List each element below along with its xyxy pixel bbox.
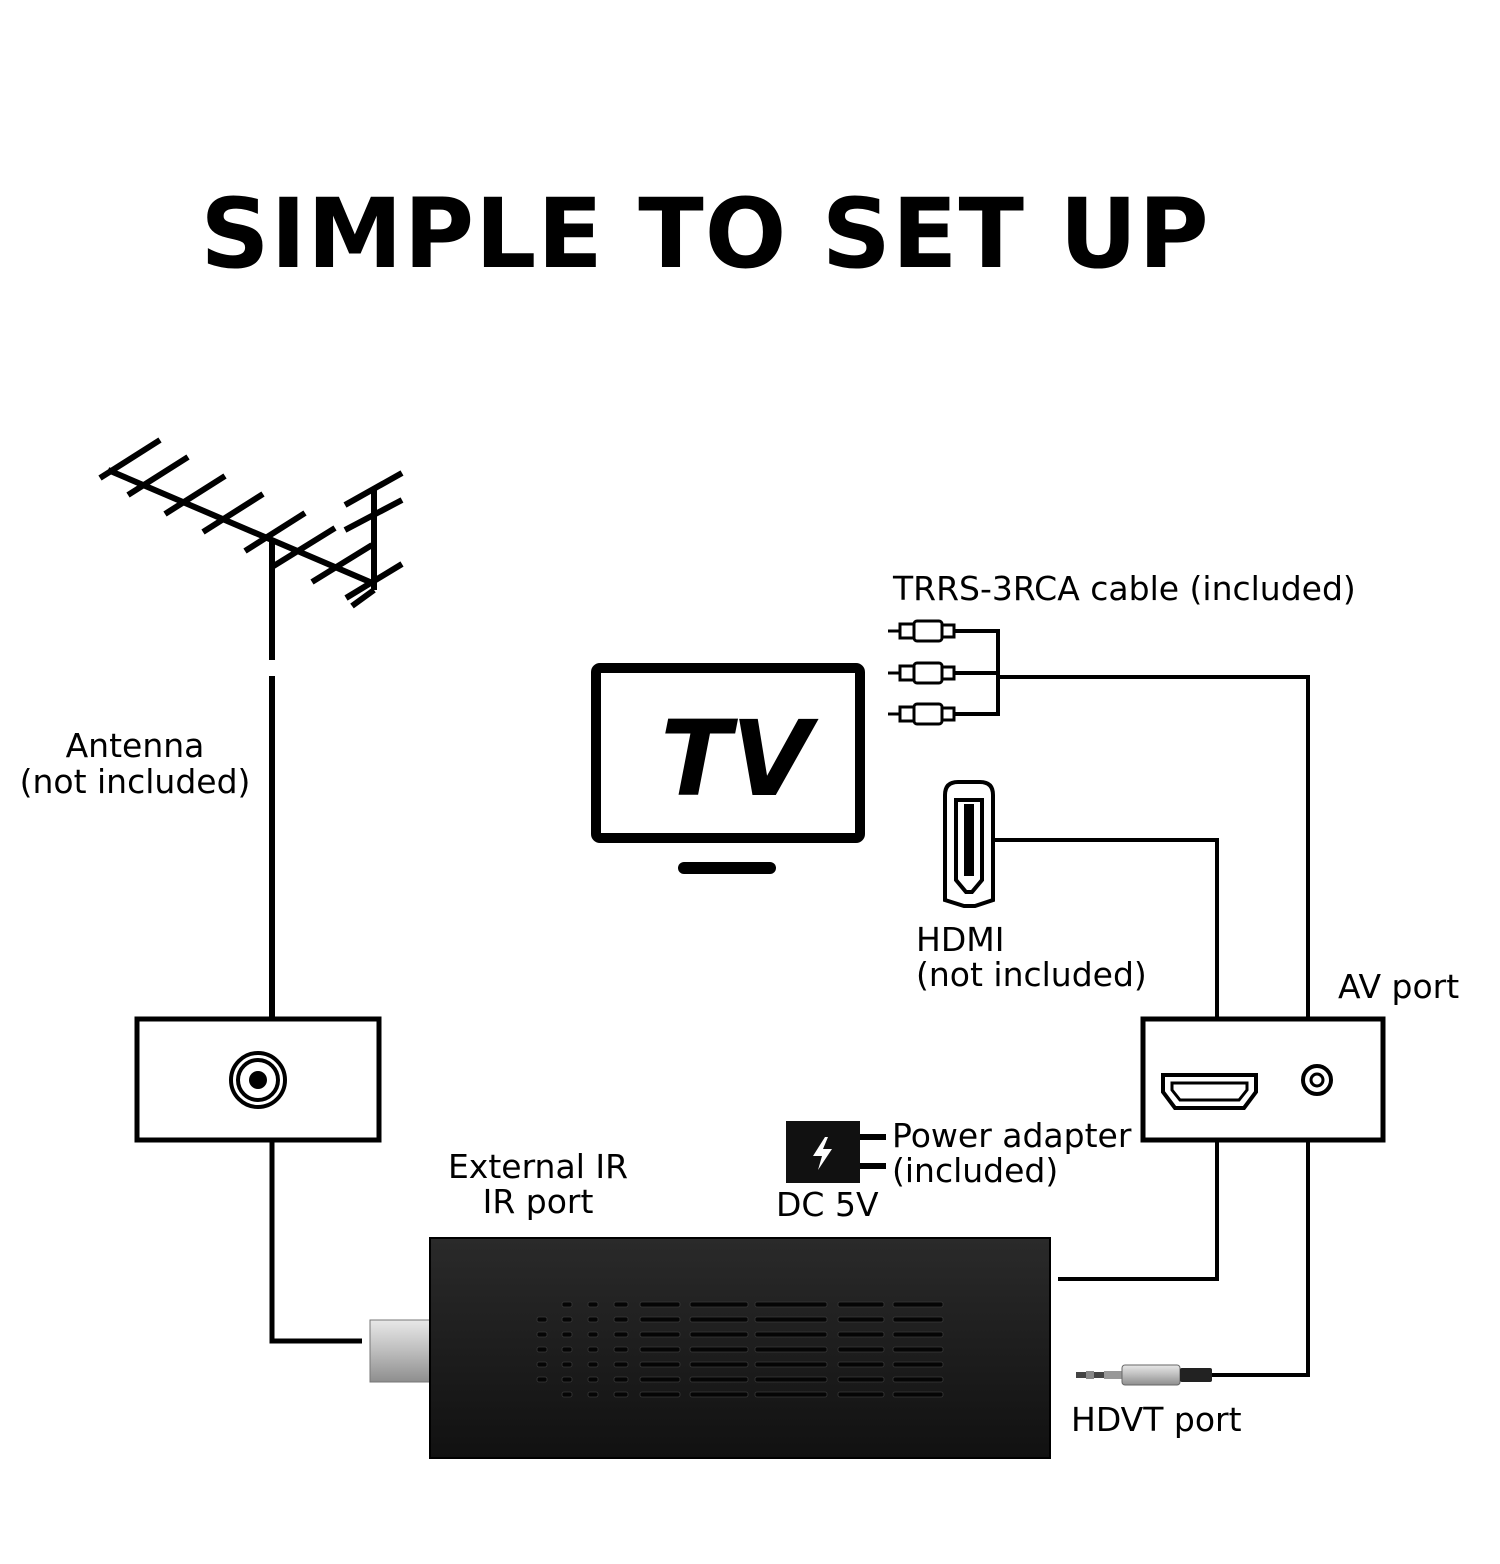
vent-slot — [837, 1361, 885, 1368]
vent-slot — [613, 1316, 629, 1323]
wall-socket-icon — [134, 1016, 382, 1143]
vent-slot — [639, 1361, 681, 1368]
vent-slot — [892, 1361, 944, 1368]
hdmi-label: HDMI — [916, 920, 1005, 959]
vent-slot — [837, 1316, 885, 1323]
vent-slot — [561, 1331, 573, 1338]
vent-slot — [837, 1376, 885, 1383]
vent-grille — [536, 1301, 944, 1398]
vent-slot — [689, 1316, 749, 1323]
receiver-stick-icon — [369, 1237, 1051, 1459]
vent-slot — [639, 1376, 681, 1383]
vent-slot — [587, 1316, 599, 1323]
vent-slot — [561, 1391, 573, 1398]
vent-slot — [536, 1346, 548, 1353]
vent-slot — [754, 1331, 828, 1338]
lightning-icon — [813, 1137, 832, 1170]
vent-slot — [587, 1346, 599, 1353]
vent-slot — [587, 1376, 599, 1383]
power-adapter-note: (included) — [892, 1151, 1059, 1190]
vent-slot — [837, 1331, 885, 1338]
hdvt-port-label: HDVT port — [1071, 1400, 1242, 1439]
vent-slot — [837, 1301, 885, 1308]
vent-slot — [561, 1376, 573, 1383]
vent-slot — [892, 1391, 944, 1398]
av-port-box-icon — [1140, 1016, 1386, 1143]
dc-5v-label: DC 5V — [776, 1185, 879, 1224]
external-ir-label: External IR — [447, 1147, 629, 1186]
trrs-cable-label: TRRS-3RCA cable (included) — [893, 569, 1356, 608]
vent-slot — [754, 1376, 828, 1383]
vent-slot — [892, 1316, 944, 1323]
vent-slot — [536, 1331, 548, 1338]
vent-slot — [837, 1391, 885, 1398]
tv-icon: TV — [591, 663, 865, 874]
vent-slot — [613, 1376, 629, 1383]
antenna-label: Antenna — [65, 726, 205, 765]
vent-slot — [561, 1361, 573, 1368]
power-adapter-icon — [786, 1121, 886, 1183]
vent-slot — [754, 1316, 828, 1323]
vent-slot — [536, 1376, 548, 1383]
vent-slot — [837, 1346, 885, 1353]
antenna-note: (not included) — [19, 762, 251, 801]
vent-slot — [536, 1361, 548, 1368]
power-adapter-label: Power adapter — [892, 1116, 1132, 1155]
tv-logo-text: TV — [660, 698, 819, 820]
vent-slot — [613, 1301, 629, 1308]
vent-slot — [561, 1346, 573, 1353]
page-title: SIMPLE TO SET UP — [200, 178, 1210, 290]
vent-slot — [639, 1391, 681, 1398]
vent-slot — [892, 1346, 944, 1353]
hdmi-note: (not included) — [916, 955, 1147, 994]
vent-slot — [689, 1391, 749, 1398]
vent-slot — [892, 1376, 944, 1383]
vent-slot — [689, 1361, 749, 1368]
vent-slot — [613, 1331, 629, 1338]
vent-slot — [754, 1361, 828, 1368]
vent-slot — [689, 1301, 749, 1308]
vent-slot — [587, 1391, 599, 1398]
vent-slot — [754, 1346, 828, 1353]
vent-slot — [536, 1316, 548, 1323]
rca-plug-icon — [888, 619, 956, 726]
vent-slot — [754, 1391, 828, 1398]
vent-slot — [689, 1376, 749, 1383]
vent-slot — [689, 1331, 749, 1338]
vent-slot — [587, 1301, 599, 1308]
vent-slot — [613, 1361, 629, 1368]
vent-slot — [587, 1361, 599, 1368]
vent-slot — [587, 1331, 599, 1338]
vent-slot — [754, 1301, 828, 1308]
ir-port-label: IR port — [482, 1182, 594, 1221]
antenna-icon — [98, 437, 404, 1020]
av-port-label: AV port — [1338, 967, 1460, 1006]
vent-slot — [639, 1346, 681, 1353]
vent-slot — [613, 1391, 629, 1398]
vent-slot — [561, 1316, 573, 1323]
vent-slot — [613, 1346, 629, 1353]
hdmi-connector-icon — [943, 780, 995, 908]
vent-slot — [892, 1331, 944, 1338]
vent-slot — [639, 1301, 681, 1308]
vent-slot — [689, 1346, 749, 1353]
vent-slot — [561, 1301, 573, 1308]
vent-slot — [639, 1316, 681, 1323]
audio-jack-icon — [1076, 1364, 1212, 1386]
vent-slot — [892, 1301, 944, 1308]
vent-slot — [639, 1331, 681, 1338]
